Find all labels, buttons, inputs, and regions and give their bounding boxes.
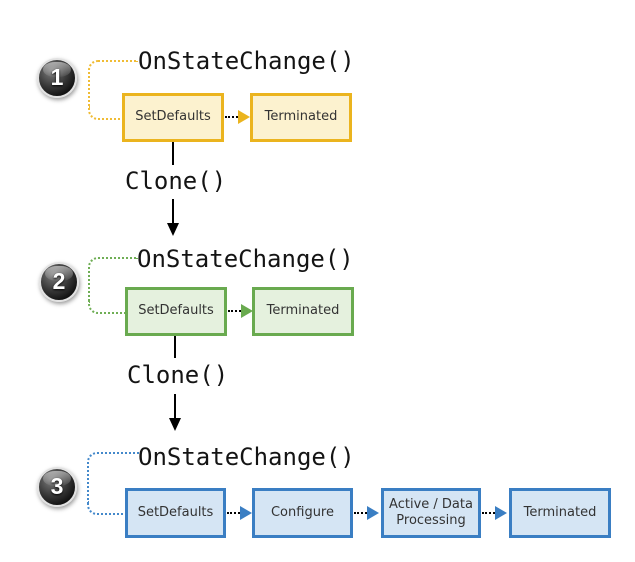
transition-arrow-3c-line [482,512,495,514]
transition-arrow-1-line [225,116,238,118]
onstatechange-connector-3-bottom [87,501,127,515]
onstatechange-label-1: OnStateChange() [138,47,355,75]
transition-arrow-3b-line [354,512,367,514]
onstatechange-connector-1-top [88,60,138,109]
clone-arrow-2-head [169,418,181,431]
transition-arrow-3c-head [495,506,507,520]
state-box-label: Configure [270,504,334,520]
state-box-label: Terminated [264,109,338,125]
onstatechange-label-3: OnStateChange() [138,443,355,471]
state-box-label: SetDefaults [138,303,214,319]
step-2-number: 2 [52,268,66,294]
clone-arrow-1-head [167,223,179,236]
transition-arrow-3a-line [227,512,240,514]
state-box-setdefaults-1: SetDefaults [122,93,224,142]
onstatechange-connector-1-bottom [88,106,124,120]
step-1-badge: 1 [37,58,77,98]
step-2-badge: 2 [39,262,79,302]
onstatechange-connector-2-top [88,257,138,303]
state-box-terminated-2: Terminated [252,287,354,336]
transition-arrow-3b-head [367,506,379,520]
clone-connector-1-lower-line [172,199,174,223]
state-box-configure-3: Configure [252,488,353,538]
clone-connector-2-upper-line [174,336,176,358]
transition-arrow-2-line [228,310,241,312]
state-box-label: Terminated [266,303,340,319]
state-box-setdefaults-2: SetDefaults [125,287,227,336]
state-box-active-data-processing-3: Active / Data Processing [381,488,481,538]
step-3-badge: 3 [37,467,77,507]
state-box-terminated-1: Terminated [250,93,352,142]
step-1-number: 1 [50,64,64,90]
clone-connector-2-lower-line [174,394,176,418]
step-3-number: 3 [50,473,64,499]
state-box-label: Active / Data Processing [389,496,473,528]
state-box-label: SetDefaults [137,504,214,520]
transition-arrow-3a-head [240,506,252,520]
onstatechange-label-2: OnStateChange() [137,245,354,273]
state-box-terminated-3: Terminated [509,488,611,538]
onstatechange-connector-3-top [87,452,139,504]
state-box-setdefaults-3: SetDefaults [125,488,226,538]
state-box-label: SetDefaults [135,109,211,125]
clone-label-2: Clone() [127,361,229,389]
clone-label-1: Clone() [125,167,227,195]
state-box-label: Terminated [523,504,597,520]
transition-arrow-2-head [241,304,253,318]
clone-connector-1-upper-line [172,142,174,165]
transition-arrow-1-head [238,110,250,124]
onstatechange-connector-2-bottom [88,300,127,314]
